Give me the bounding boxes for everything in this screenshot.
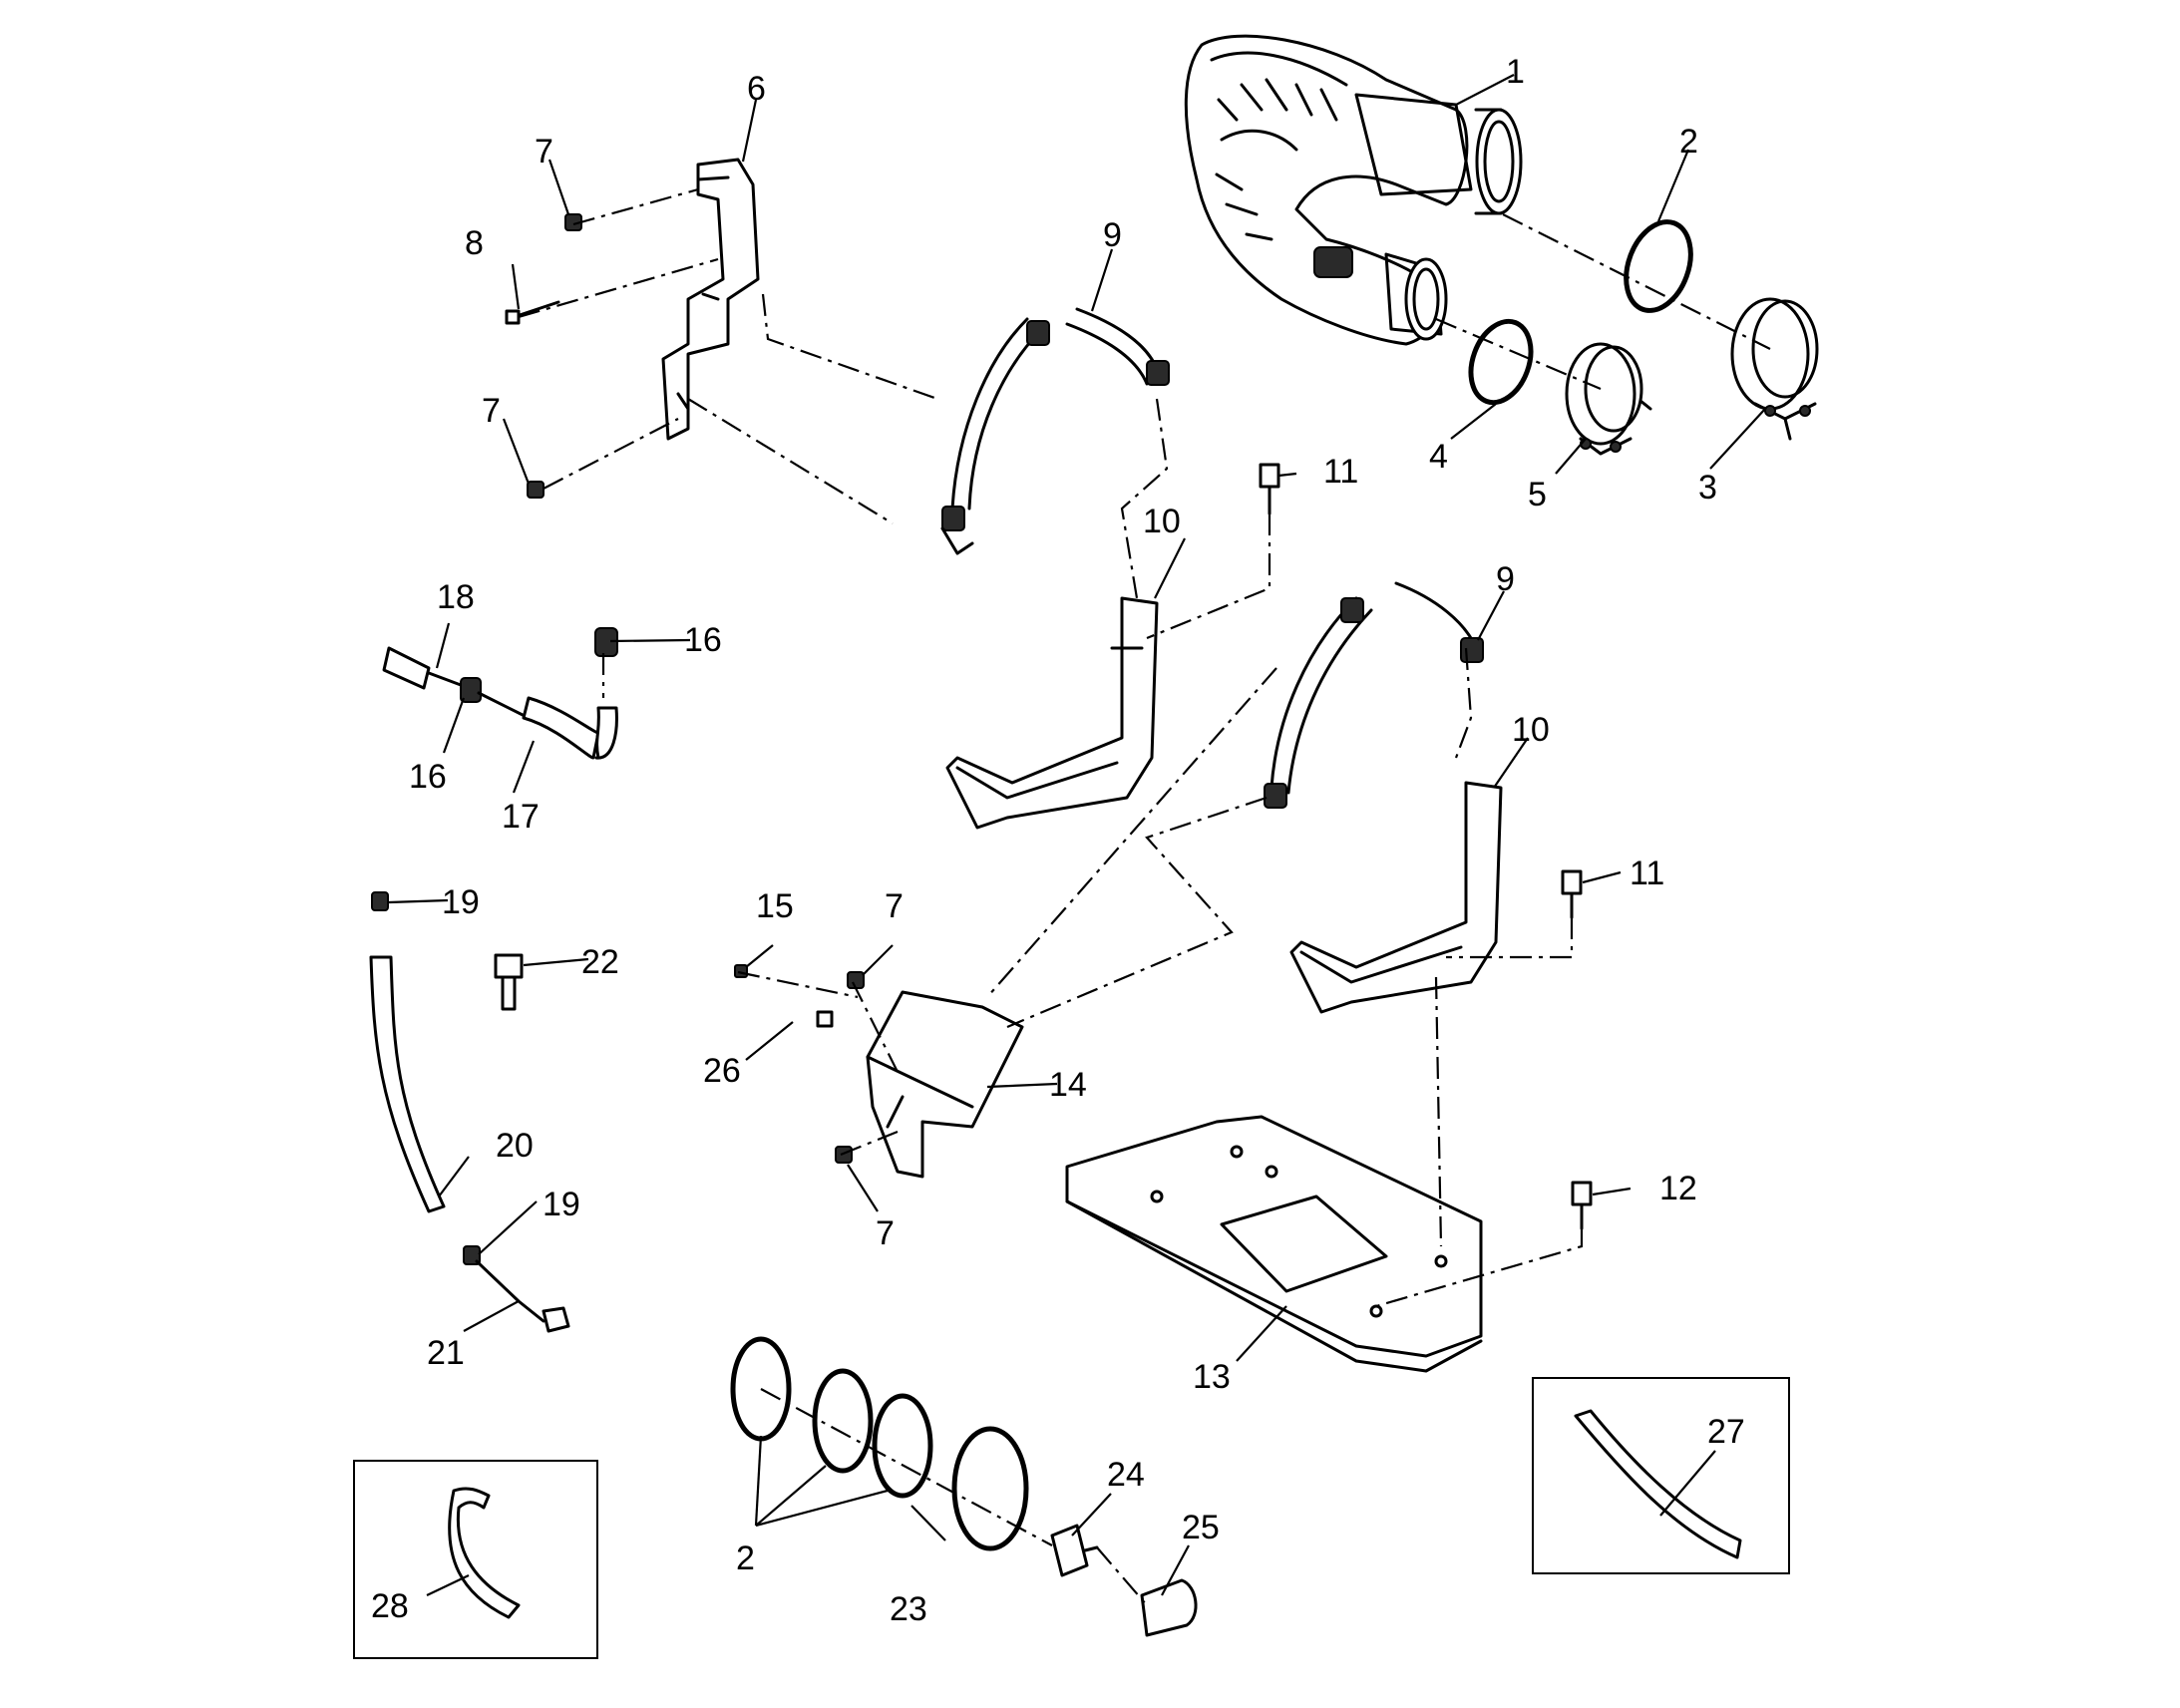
bolt-icon — [1561, 869, 1583, 919]
callout-18: 18 — [437, 578, 475, 616]
callout-11: 11 — [1630, 854, 1664, 892]
callout-11: 11 — [1323, 453, 1358, 491]
callout-25: 25 — [1182, 1509, 1220, 1546]
bolt-icon — [494, 953, 524, 1011]
sensor-icon — [1050, 1524, 1099, 1577]
alignment-lines — [518, 187, 1771, 1606]
cap-icon — [1140, 1578, 1198, 1637]
mounting-plate-icon — [1065, 1115, 1483, 1373]
band-clamp-icon — [1264, 581, 1484, 809]
callout-4: 4 — [1429, 438, 1448, 476]
band-clamp-icon — [1565, 342, 1652, 456]
callout-20: 20 — [496, 1127, 534, 1165]
inset-box — [353, 1460, 598, 1659]
bolt-icon — [816, 1010, 834, 1028]
callout-1: 1 — [1506, 53, 1525, 91]
bolt-icon — [1259, 463, 1280, 515]
hose-icon — [1574, 1409, 1742, 1559]
callout-3: 3 — [1698, 469, 1717, 507]
hose-icon — [369, 891, 570, 1333]
band-clamp-icon — [1730, 297, 1819, 441]
nut-icon — [835, 1146, 853, 1164]
callout-2: 2 — [736, 1539, 755, 1577]
callout-6: 6 — [747, 70, 766, 108]
clamp-ring-icon — [1468, 318, 1534, 406]
callout-14: 14 — [1049, 1066, 1087, 1104]
callout-22: 22 — [581, 943, 619, 981]
leader-lines — [388, 74, 1766, 1596]
callout-7: 7 — [885, 887, 904, 925]
bracket-icon — [661, 158, 760, 441]
bolt-icon — [1571, 1181, 1593, 1230]
callout-28: 28 — [371, 1587, 409, 1625]
hose-icon — [382, 627, 618, 760]
callout-15: 15 — [756, 887, 794, 925]
callout-7: 7 — [876, 1214, 895, 1252]
nut-icon — [527, 481, 545, 499]
callout-17: 17 — [502, 798, 540, 836]
bracket-icon — [866, 990, 1024, 1179]
callout-24: 24 — [1107, 1456, 1145, 1494]
clamp-ring-icon — [1624, 219, 1693, 313]
callout-10: 10 — [1143, 503, 1181, 540]
callout-labels: 1 2 3 4 5 6 7 8 7 9 11 10 9 10 11 12 13 … — [371, 53, 1745, 1628]
support-saddle-icon — [1289, 781, 1503, 1014]
callout-23: 23 — [890, 1590, 927, 1628]
band-clamp-icon — [940, 307, 1170, 555]
callout-2: 2 — [1679, 123, 1698, 161]
support-saddle-icon — [945, 596, 1159, 830]
callout-13: 13 — [1193, 1358, 1231, 1396]
callout-5: 5 — [1528, 476, 1547, 513]
air-duct-icon — [1184, 34, 1523, 346]
inset-box — [1532, 1377, 1790, 1574]
callout-7: 7 — [482, 392, 501, 430]
callout-16: 16 — [684, 621, 722, 659]
callout-10: 10 — [1512, 711, 1550, 749]
o-ring-icon — [951, 1426, 1029, 1551]
callout-8: 8 — [465, 224, 484, 262]
o-ring-icon — [812, 1368, 874, 1474]
callout-16: 16 — [409, 758, 447, 796]
nut-icon — [734, 964, 748, 978]
callout-12: 12 — [1659, 1170, 1697, 1207]
callout-19: 19 — [543, 1186, 580, 1223]
callout-26: 26 — [703, 1052, 741, 1090]
hose-icon — [448, 1487, 521, 1619]
o-ring-icon — [872, 1393, 933, 1499]
callout-9: 9 — [1496, 560, 1515, 598]
callout-19: 19 — [442, 883, 480, 921]
callout-7: 7 — [535, 133, 553, 171]
callout-9: 9 — [1103, 216, 1122, 254]
callout-27: 27 — [1707, 1413, 1745, 1451]
callout-21: 21 — [427, 1334, 465, 1372]
